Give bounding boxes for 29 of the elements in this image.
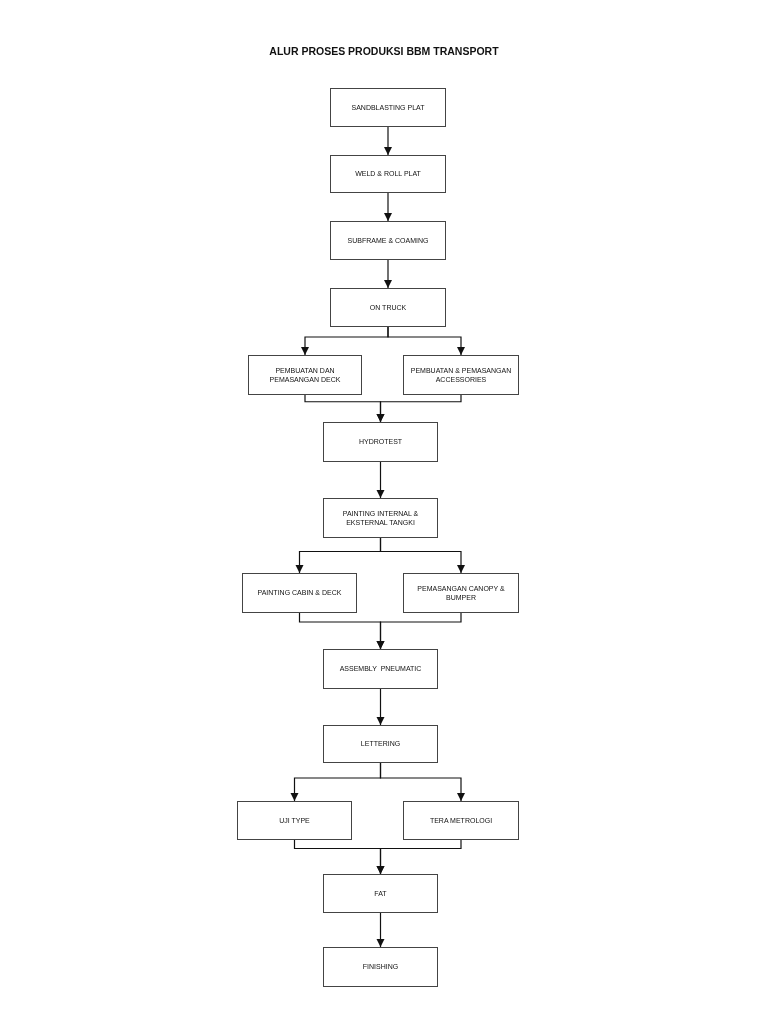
diagram-title: ALUR PROSES PRODUKSI BBM TRANSPORT xyxy=(268,45,500,57)
arrow xyxy=(376,839,462,875)
process-box xyxy=(330,288,446,327)
process-box xyxy=(323,725,438,763)
process-box xyxy=(330,155,446,193)
arrow xyxy=(376,612,462,650)
process-box xyxy=(323,422,438,462)
process-box xyxy=(323,649,438,689)
arrow xyxy=(379,762,466,802)
arrow xyxy=(376,912,385,948)
process-box xyxy=(248,355,362,395)
arrow xyxy=(387,326,466,356)
arrow xyxy=(376,688,385,726)
arrow xyxy=(383,192,393,222)
process-box xyxy=(237,801,352,840)
process-box xyxy=(403,801,519,840)
process-box xyxy=(323,498,438,538)
arrow xyxy=(379,537,466,574)
process-box xyxy=(323,874,438,913)
process-box xyxy=(330,88,446,127)
process-box xyxy=(330,221,446,260)
arrow xyxy=(383,259,393,289)
arrow xyxy=(376,461,385,499)
arrow xyxy=(376,394,462,423)
process-box xyxy=(242,573,357,613)
process-box xyxy=(323,947,438,987)
arrow xyxy=(383,126,393,156)
process-box xyxy=(403,573,519,613)
process-box xyxy=(403,355,519,395)
